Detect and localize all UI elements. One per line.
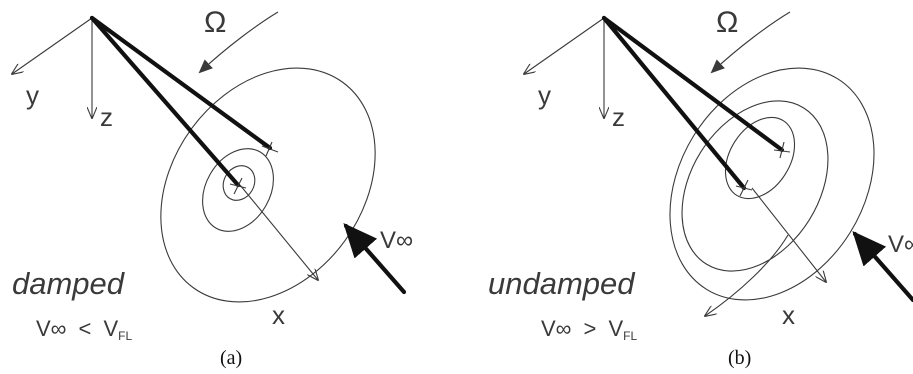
tether-line-2 xyxy=(89,15,241,188)
freestream-label: V∞ xyxy=(888,231,913,258)
tip-path-inner xyxy=(724,116,796,200)
state-label: undamped xyxy=(488,266,636,301)
tip-path-middle xyxy=(202,148,274,232)
flutter-condition: V∞ < VFL xyxy=(36,316,132,343)
tether-end-mark-2 xyxy=(735,179,753,197)
condition-op: < xyxy=(78,316,91,341)
tether-line-2 xyxy=(601,15,747,191)
axis-z-label: z xyxy=(100,102,113,132)
axis-x-label: x xyxy=(272,300,285,330)
axis-y-arrow xyxy=(12,17,93,74)
freestream-arrow xyxy=(343,222,407,295)
axis-y-arrow xyxy=(524,17,605,74)
state-label: damped xyxy=(12,266,126,301)
caption: (a) xyxy=(220,347,242,369)
tip-path-outer xyxy=(669,67,875,301)
axis-x-arrow xyxy=(239,184,318,280)
omega-label: Ω xyxy=(204,6,226,39)
tether-line-1 xyxy=(601,15,785,153)
freestream-label: V∞ xyxy=(380,227,413,254)
tip-path-divergent-arrow xyxy=(705,234,789,316)
condition-lhs: V∞ xyxy=(541,316,571,341)
tether-end-mark-2 xyxy=(229,177,247,195)
condition-lhs: V∞ xyxy=(36,316,66,341)
condition-rhs: V xyxy=(103,316,118,341)
condition-rhs-sub: FL xyxy=(623,329,637,343)
tether-line-1 xyxy=(89,15,273,151)
axis-z-label: z xyxy=(612,102,625,132)
axis-y-label: y xyxy=(538,80,551,110)
condition-rhs-sub: FL xyxy=(118,329,132,343)
omega-rotation-arrow xyxy=(710,11,791,74)
condition-op: > xyxy=(583,316,596,341)
tip-path-middle xyxy=(681,100,829,272)
panel-a: y z Ω x V∞ damped V∞ < VFL (a) xyxy=(12,6,413,369)
tip-path-outer xyxy=(160,67,376,303)
axis-x-label: x xyxy=(782,300,795,330)
freestream-arrow xyxy=(852,230,913,303)
tip-path-inner xyxy=(222,165,256,201)
axis-x-arrow xyxy=(751,187,826,282)
condition-rhs: V xyxy=(608,316,623,341)
omega-label: Ω xyxy=(716,6,738,39)
tether-end-mark-1 xyxy=(773,141,791,159)
panel-b: y z Ω x V∞ undamped V∞ > VFL (b) xyxy=(488,6,913,369)
flutter-condition: V∞ > VFL xyxy=(541,316,637,343)
tether-end-mark-1 xyxy=(261,141,279,157)
caption: (b) xyxy=(728,347,751,369)
omega-rotation-arrow xyxy=(198,11,279,74)
axis-y-label: y xyxy=(26,80,39,110)
